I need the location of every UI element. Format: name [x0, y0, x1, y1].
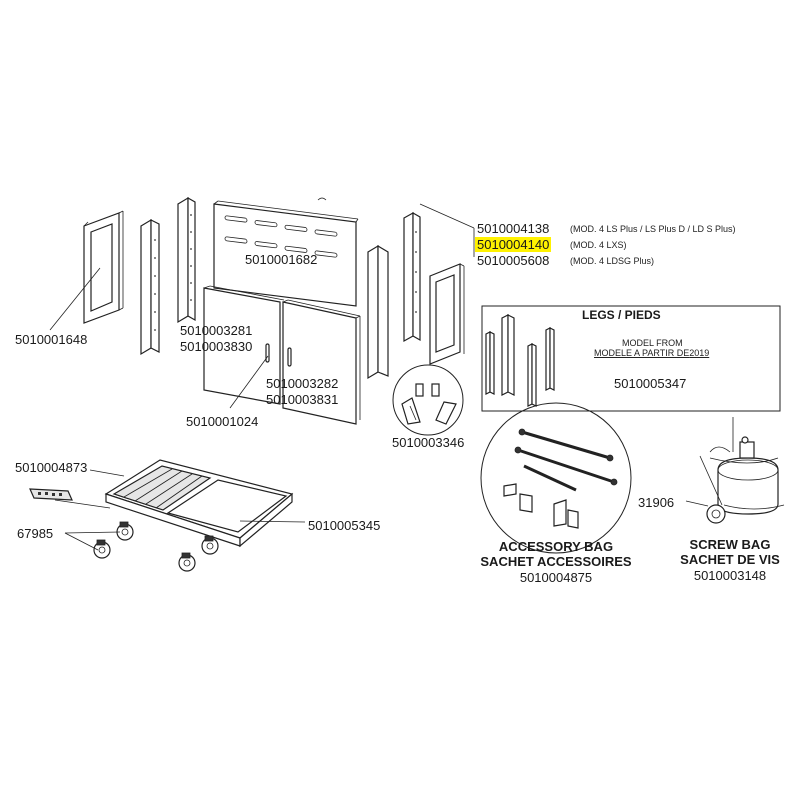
label-door-right-b: 5010003831 — [266, 392, 339, 407]
legs-note-line2: MODELE A PARTIR DE2019 — [594, 348, 710, 358]
bottom-frame-drawing — [104, 459, 294, 548]
label-variant-3-code: 5010005608 — [477, 253, 550, 268]
back-post-left-drawing — [177, 196, 196, 324]
legs-note-line1: MODEL FROM — [622, 338, 683, 348]
label-variant-2-code: 5010004140 — [475, 237, 552, 252]
highlighted-part-code: 5010004140 — [475, 237, 552, 252]
legs-box-frame — [481, 305, 781, 412]
gas-bottle-drawing — [699, 436, 785, 524]
label-gas-hose: 31906 — [638, 495, 675, 510]
back-panel-drawing — [213, 197, 359, 307]
label-bottom-frame: 5010005345 — [308, 518, 381, 533]
leader-lines — [49, 203, 734, 551]
accessory-bag-code: 5010004875 — [519, 570, 593, 585]
label-side-panel-left: 5010001648 — [15, 332, 88, 347]
door-left-drawing — [203, 285, 285, 405]
label-small-tray: 5010004873 — [15, 460, 88, 475]
legs-note-year: 2019 — [689, 348, 710, 358]
label-back-panel: 5010001682 — [245, 252, 318, 267]
door-right-drawing — [282, 299, 361, 425]
label-variant-1-code: 5010004138 — [477, 221, 550, 236]
accessory-bag-title-fr: SACHET ACCESSOIRES — [480, 554, 632, 569]
accessory-bag-drawing — [480, 402, 632, 554]
label-door-left-b: 5010003830 — [180, 339, 253, 354]
accessory-bag-title-en: ACCESSORY BAG — [498, 539, 614, 554]
side-panel-left-drawing — [83, 210, 124, 324]
label-door-right-a: 5010003282 — [266, 376, 339, 391]
label-door-left-a: 5010003281 — [180, 323, 253, 338]
small-tray-drawing — [29, 488, 73, 501]
label-variant-2-model: (MOD. 4 LXS) — [570, 240, 627, 250]
screw-bag-title-fr: SACHET DE VIS — [680, 552, 780, 567]
label-variant-3-model: (MOD. 4 LDSG Plus) — [570, 256, 655, 266]
legs-drawing — [485, 314, 555, 407]
label-brackets: 5010003346 — [392, 435, 465, 450]
label-casters: 67985 — [17, 526, 54, 541]
side-panel-right-drawing — [429, 263, 465, 365]
front-post-left-drawing — [140, 218, 160, 356]
casters-drawing — [93, 521, 219, 572]
screw-bag-code: 5010003148 — [693, 568, 767, 583]
label-variant-1-model: (MOD. 4 LS Plus / LS Plus D / LD S Plus) — [570, 224, 736, 234]
label-handle: 5010001024 — [186, 414, 259, 429]
legs-title: LEGS / PIEDS — [582, 308, 661, 322]
screw-bag-title-en: SCREW BAG — [689, 537, 771, 552]
front-post-right-drawing — [367, 244, 389, 380]
back-post-right-drawing — [403, 211, 421, 343]
legs-code: 5010005347 — [614, 376, 687, 391]
brackets-detail-drawing — [392, 364, 464, 436]
